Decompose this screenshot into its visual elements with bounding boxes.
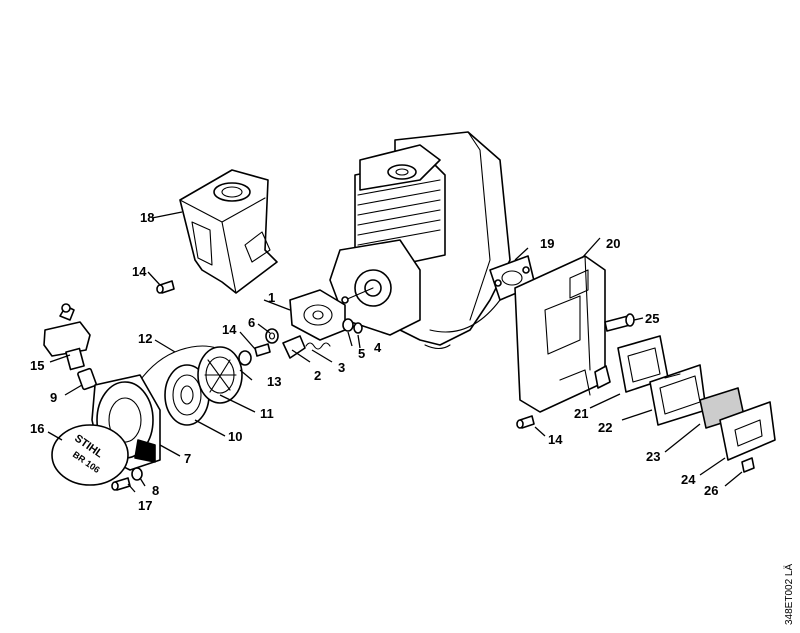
callout-3: 3: [338, 360, 345, 375]
callout-19: 19: [540, 236, 554, 251]
screw-26: [741, 457, 755, 473]
callout-21: 21: [574, 406, 588, 421]
callout-25: 25: [645, 311, 659, 326]
screw-14-muffler: [516, 415, 535, 429]
starter-grip-15: [43, 303, 91, 371]
decal-16: STIHL BR 106: [51, 424, 129, 486]
callout-26: 26: [704, 483, 718, 498]
callout-17: 17: [138, 498, 152, 513]
callout-13: 13: [267, 374, 281, 389]
callout-16: 16: [30, 421, 44, 436]
callout-22: 22: [598, 420, 612, 435]
callout-14-starter: 14: [222, 322, 237, 337]
rewind-spring-11: [197, 346, 243, 404]
callout-18: 18: [140, 210, 154, 225]
callout-7: 7: [184, 451, 191, 466]
callout-9: 9: [50, 390, 57, 405]
callout-labels: 18 14 1 6 14 12 13 2 3 5 4 11 10 7 15 9 …: [30, 210, 718, 513]
callout-15: 15: [30, 358, 44, 373]
callout-2: 2: [314, 368, 321, 383]
screw-25: [604, 313, 635, 332]
callout-24: 24: [681, 472, 696, 487]
drawing-reference: 348ET002 LÄ: [783, 564, 795, 625]
spring-3: [305, 342, 331, 350]
callout-1: 1: [268, 290, 275, 305]
callout-14-cowl: 14: [132, 264, 147, 279]
muffler-20: [514, 255, 611, 413]
callout-14-muffler: 14: [548, 432, 563, 447]
screw-17: [111, 477, 131, 491]
pawl-2: [282, 335, 306, 359]
rope-bushing-9: [77, 367, 97, 391]
callout-10: 10: [228, 429, 242, 444]
callout-6: 6: [248, 315, 255, 330]
bushing-4: [353, 322, 363, 334]
callout-20: 20: [606, 236, 620, 251]
callout-4: 4: [374, 340, 382, 355]
screw-14-cowl: [156, 280, 175, 294]
screw-14-starter: [254, 343, 271, 357]
leader-lines: [47, 211, 743, 493]
cover-24: [719, 401, 776, 461]
callout-11: 11: [260, 406, 274, 421]
callout-5: 5: [358, 346, 365, 361]
callout-8: 8: [152, 483, 159, 498]
engine-crankcase: [329, 131, 511, 350]
washer-13: [238, 350, 252, 366]
bushing-5: [342, 318, 354, 332]
washer-8: [131, 467, 143, 481]
callout-23: 23: [646, 449, 660, 464]
fan-cowl-18: [179, 169, 278, 294]
callout-12: 12: [138, 331, 152, 346]
